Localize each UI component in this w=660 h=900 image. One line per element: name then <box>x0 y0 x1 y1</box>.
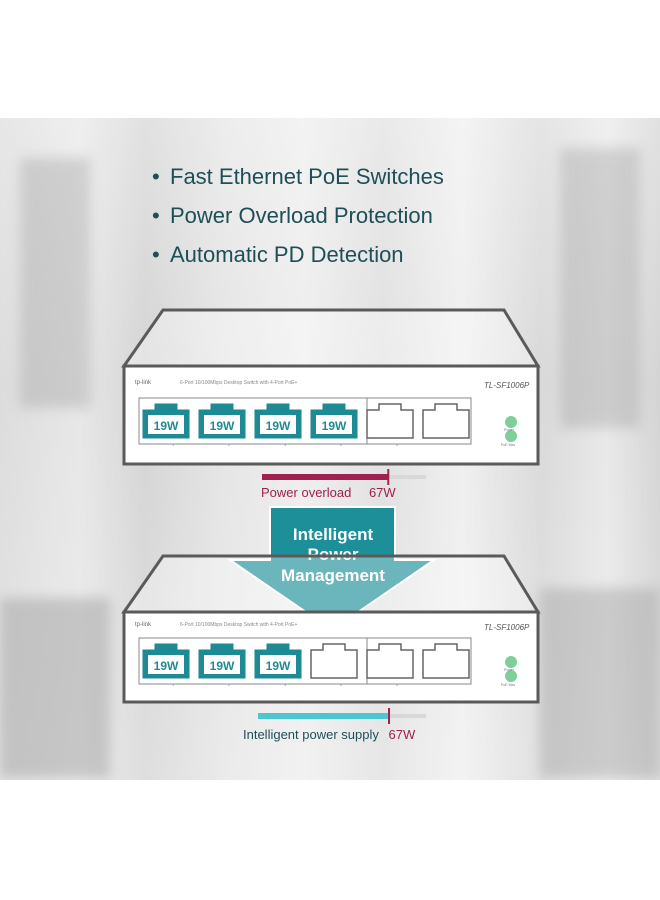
port-wattage-label: 19W <box>154 419 179 433</box>
overload-value: 67W <box>368 485 396 500</box>
port-number: 5 <box>396 682 399 687</box>
switch-bottom-brand: tp-link <box>135 622 152 628</box>
port-label-bg <box>316 415 352 434</box>
poe-port: 19W <box>254 403 302 439</box>
port-wattage-label: 19W <box>210 659 235 673</box>
poe-max-led-icon <box>505 430 517 442</box>
ethernet-port <box>366 643 414 679</box>
ethernet-port <box>422 403 470 439</box>
overload-caption: Power overload 67W <box>261 485 396 500</box>
port-number: 1 <box>172 682 175 687</box>
port-label-bg <box>148 415 184 434</box>
rj45-port-icon <box>310 643 358 679</box>
port-number: 4 <box>340 682 343 687</box>
rj45-port-icon <box>422 643 470 679</box>
bullet-dot-icon: • <box>152 203 160 228</box>
port-label-bg <box>204 415 240 434</box>
poe-port: 19W <box>198 403 246 439</box>
switch-bottom-description: 6-Port 10/100Mbps Desktop Switch with 4-… <box>180 622 297 628</box>
port-wattage-label: 19W <box>266 659 291 673</box>
supply-label: Intelligent power supply <box>243 727 379 742</box>
port-wattage-label: 19W <box>154 659 179 673</box>
feature-item: • Power Overload Protection <box>152 196 444 235</box>
poe-max-led-label: PoE Max <box>501 443 515 447</box>
overload-bar-marker <box>387 469 390 485</box>
feature-list: • Fast Ethernet PoE Switches • Power Overl… <box>152 157 444 274</box>
arrow-text-line: Management <box>281 566 385 585</box>
port-wattage-label: 19W <box>210 419 235 433</box>
overload-bar-fill <box>262 474 389 480</box>
port-label-bg <box>260 655 296 674</box>
switch-bottom-lid <box>121 554 541 614</box>
switch-top-model: TL-SF1006P <box>484 381 530 390</box>
poe-max-led-label: PoE Max <box>501 683 515 687</box>
poe-max-led-icon <box>505 670 517 682</box>
rj45-port-icon <box>422 403 470 439</box>
arrow-text-line: Intelligent <box>293 525 374 544</box>
port-label-bg <box>204 655 240 674</box>
down-arrow-icon <box>226 506 438 632</box>
supply-caption: Intelligent power supply 67W <box>243 727 415 742</box>
feature-text: Power Overload Protection <box>170 203 433 228</box>
poe-port: 19W <box>142 403 190 439</box>
port-number: 3 <box>284 442 287 447</box>
port-number: 2 <box>228 682 231 687</box>
port-label-bg <box>260 415 296 434</box>
rj45-port-icon <box>366 643 414 679</box>
bullet-dot-icon: • <box>152 242 160 267</box>
poe-port: 19W <box>310 403 358 439</box>
port-number: 1 <box>172 442 175 447</box>
switch-top-brand: tp-link <box>135 380 152 386</box>
ethernet-port <box>366 403 414 439</box>
switch-top: tp-link 6-Port 10/100Mbps Desktop Switch… <box>121 308 541 466</box>
port-number: 3 <box>284 682 287 687</box>
ethernet-port <box>310 643 358 679</box>
blurred-office-background <box>0 118 660 780</box>
ethernet-port <box>422 643 470 679</box>
feature-item: • Fast Ethernet PoE Switches <box>152 157 444 196</box>
bullet-dot-icon: • <box>152 164 160 189</box>
power-overload-bar <box>262 469 426 485</box>
port-wattage-label: 19W <box>266 419 291 433</box>
switch-bottom-model: TL-SF1006P <box>484 623 530 632</box>
feature-text: Automatic PD Detection <box>170 242 404 267</box>
feature-text: Fast Ethernet PoE Switches <box>170 164 444 189</box>
feature-item: • Automatic PD Detection <box>152 235 444 274</box>
poe-port: 19W <box>198 643 246 679</box>
switch-top-description: 6-Port 10/100Mbps Desktop Switch with 4-… <box>180 380 297 386</box>
port-number: 5 <box>396 442 399 447</box>
port-label-bg <box>148 655 184 674</box>
rj45-port-icon <box>366 403 414 439</box>
power-led-icon <box>505 656 517 668</box>
port-number: 2 <box>228 442 231 447</box>
overload-label: Power overload <box>261 485 352 500</box>
port-number: 4 <box>340 442 343 447</box>
supply-bar-fill <box>258 713 390 719</box>
poe-port: 19W <box>254 643 302 679</box>
switch-bottom: tp-link 6-Port 10/100Mbps Desktop Switch… <box>121 554 541 704</box>
poe-port: 19W <box>142 643 190 679</box>
intelligent-supply-bar <box>258 708 426 724</box>
switch-top-lid <box>121 308 541 368</box>
port-wattage-label: 19W <box>322 419 347 433</box>
power-led-label: Power <box>504 668 515 672</box>
power-led-label: Power <box>504 428 515 432</box>
supply-bar-marker <box>388 708 391 724</box>
power-led-icon <box>505 416 517 428</box>
supply-value: 67W <box>388 727 416 742</box>
intelligent-power-arrow: Intelligent Power Management <box>226 506 438 632</box>
